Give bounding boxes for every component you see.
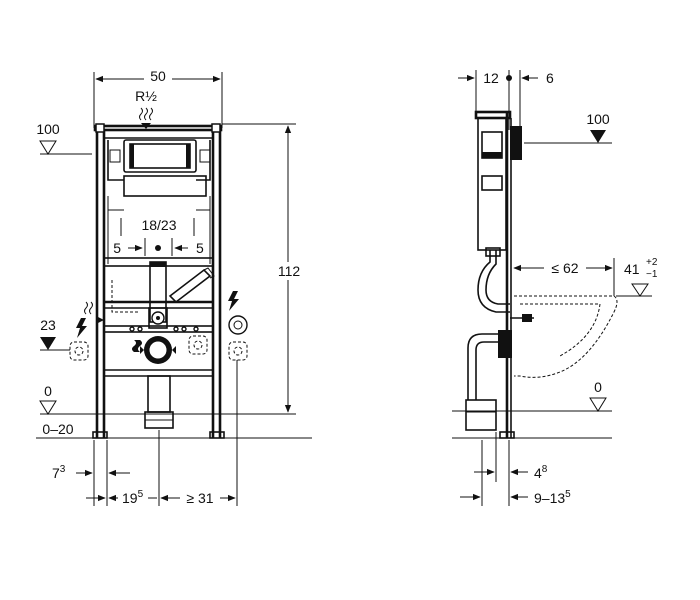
side-bottom-a-label: 48 xyxy=(534,464,548,481)
actuator-inner xyxy=(129,143,191,169)
water-arrow-left xyxy=(96,316,104,324)
actuator-right-edge xyxy=(186,144,190,168)
spacing-label-bg xyxy=(134,216,184,234)
angled-pipe xyxy=(168,268,212,304)
side-bowl-tol-minus: −1 xyxy=(646,269,658,280)
side-bottom-b-label: 9–135 xyxy=(534,489,571,506)
side-cistern-band xyxy=(482,152,502,158)
side-bowl-label-bg xyxy=(544,259,586,277)
cistern-left xyxy=(107,140,124,181)
floor-range-label: 0–20 xyxy=(42,421,73,437)
level-mid-label: 23 xyxy=(40,317,56,333)
foot-left xyxy=(92,431,108,439)
width-label: 50 xyxy=(150,68,166,84)
side-drain-flange xyxy=(498,330,512,358)
side-cistern xyxy=(477,117,507,251)
side-level-top-label: 100 xyxy=(586,111,610,127)
socket-right-lower-dashed xyxy=(228,341,248,361)
height-label-bg xyxy=(274,262,304,280)
flush-pipe-cap xyxy=(150,262,166,267)
side-actuator-ribs xyxy=(512,127,520,154)
side-bowl-outline xyxy=(514,295,618,378)
cistern-right xyxy=(196,140,211,181)
offset-right-label: 5 xyxy=(196,240,204,256)
frame-crossbar-3 xyxy=(103,325,214,333)
electric-icon-right xyxy=(228,291,239,311)
side-drain-inner xyxy=(475,341,506,400)
actuator-plate xyxy=(123,139,197,173)
crossbar-bolts xyxy=(129,326,199,332)
side-bowl-depth-label: ≤ 62 xyxy=(551,260,578,276)
electric-icon-left xyxy=(76,318,87,338)
side-drain-socket xyxy=(465,399,497,431)
level-floor-label: 0 xyxy=(44,383,52,399)
socket-inner-dashed xyxy=(188,335,208,355)
frame-top-bar xyxy=(93,124,223,132)
water-inlet-icon xyxy=(139,107,153,121)
bottom-right-label-bg xyxy=(180,488,220,504)
level-top-label: 100 xyxy=(36,121,60,137)
level-top-marker-icon xyxy=(39,140,57,155)
side-drain-outer xyxy=(467,333,506,400)
supply-valve-center xyxy=(156,316,160,320)
side-bowl-inner xyxy=(520,303,601,357)
cistern-clip-left xyxy=(109,149,121,163)
spacing-label: 18/23 xyxy=(141,217,176,233)
center-mark-icon xyxy=(155,245,161,251)
frame-corner-right xyxy=(211,123,221,133)
side-top-label-bg xyxy=(480,68,504,84)
socket-left-dashed xyxy=(69,341,89,361)
cistern-walls xyxy=(107,196,211,264)
cistern-clip-right xyxy=(199,149,211,163)
drain-wavy-icon xyxy=(132,340,142,352)
level-floor-marker-icon xyxy=(39,400,57,415)
side-top-depth-label: 12 xyxy=(483,70,499,86)
side-top-offset-label: 6 xyxy=(546,70,554,86)
level-mid-marker-icon xyxy=(40,337,56,350)
angled-pipe-end xyxy=(203,267,215,279)
side-flush-clamp xyxy=(522,314,532,322)
side-level-floor-label: 0 xyxy=(594,379,602,395)
supply-dashed-left xyxy=(111,280,140,313)
water-icon-left xyxy=(84,301,93,315)
bottom-left-label: 73 xyxy=(52,464,66,481)
side-flush-pipe-inner xyxy=(485,250,510,305)
side-foot xyxy=(499,431,515,439)
bottom-mid-label-bg xyxy=(118,488,148,504)
foot-right xyxy=(209,431,225,439)
side-level-top-marker-icon xyxy=(590,130,606,143)
width-label-bg xyxy=(144,68,172,84)
cistern-body xyxy=(123,175,207,197)
side-flush-pipe-outer xyxy=(477,250,510,313)
side-bowl-height-label: 41 xyxy=(624,261,640,277)
side-bowl-level-marker-icon xyxy=(631,283,649,297)
side-bowl-tol-plus: +2 xyxy=(646,257,658,268)
actuator-left-edge xyxy=(130,144,134,168)
bottom-right-label: ≥ 31 xyxy=(186,490,213,506)
side-level-floor-marker-icon xyxy=(589,397,607,412)
front-view: 50 R½ 18/23 xyxy=(36,68,312,506)
offset-left-label: 5 xyxy=(113,240,121,256)
drain-pipe xyxy=(147,375,171,413)
bottom-mid-label: 195 xyxy=(122,489,144,506)
height-label: 112 xyxy=(278,263,301,279)
drain-inner xyxy=(148,340,168,360)
side-top-center-mark xyxy=(506,75,512,81)
supply-fitting xyxy=(148,307,168,329)
thread-label: R½ xyxy=(135,88,157,104)
side-cistern-mid xyxy=(481,175,503,191)
frame-corner-left xyxy=(95,123,105,133)
side-view: 12 6 100 ≤ 62 xyxy=(452,68,658,506)
side-flush-pipe-top xyxy=(485,247,501,257)
socket-right-upper xyxy=(228,315,248,335)
side-frame-top xyxy=(474,110,512,120)
